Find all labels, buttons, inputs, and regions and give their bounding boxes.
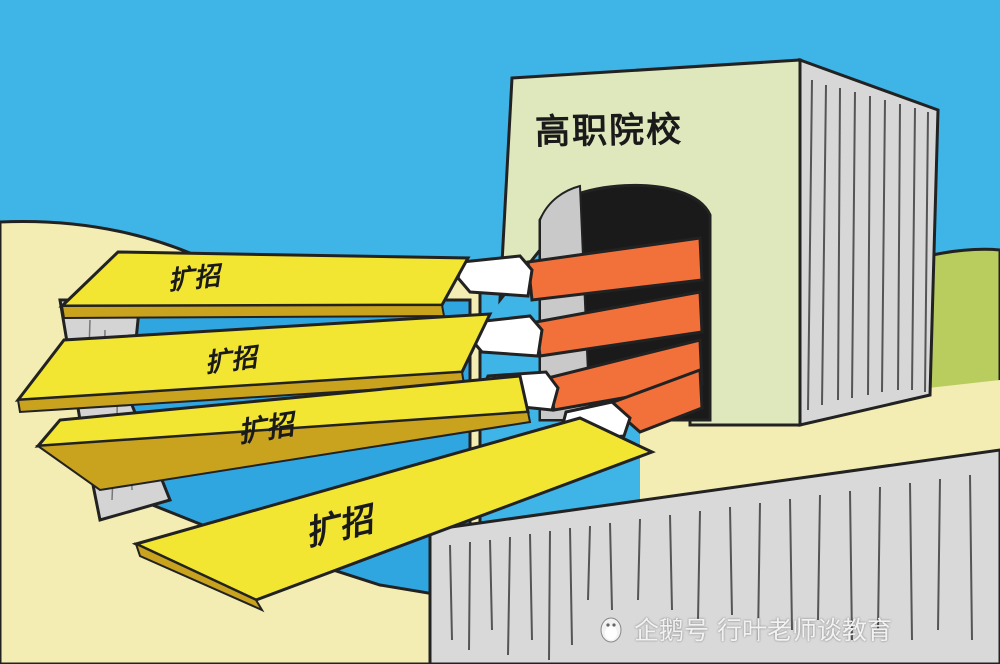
plank-edge bbox=[35, 410, 532, 492]
plank bbox=[58, 250, 471, 308]
gate-side-texture bbox=[807, 79, 929, 411]
tunnel-inner-wall bbox=[539, 184, 592, 421]
plank-edge bbox=[134, 542, 265, 613]
watermark-text: 企鹅号 行叶老师谈教育 bbox=[634, 616, 892, 645]
hand bbox=[456, 254, 534, 298]
plank-label: 扩招 bbox=[203, 342, 259, 380]
plank-label: 扩招 bbox=[166, 261, 222, 297]
plank-edge bbox=[60, 303, 446, 320]
penguin-logo-icon bbox=[600, 617, 622, 643]
watermark: 企鹅号 行叶老师谈教育 bbox=[596, 612, 892, 646]
cliff-foreground bbox=[428, 448, 1000, 664]
cliff-texture bbox=[449, 474, 973, 661]
gate-title: 高职院校 bbox=[534, 110, 684, 153]
plank-label: 扩招 bbox=[235, 407, 297, 450]
